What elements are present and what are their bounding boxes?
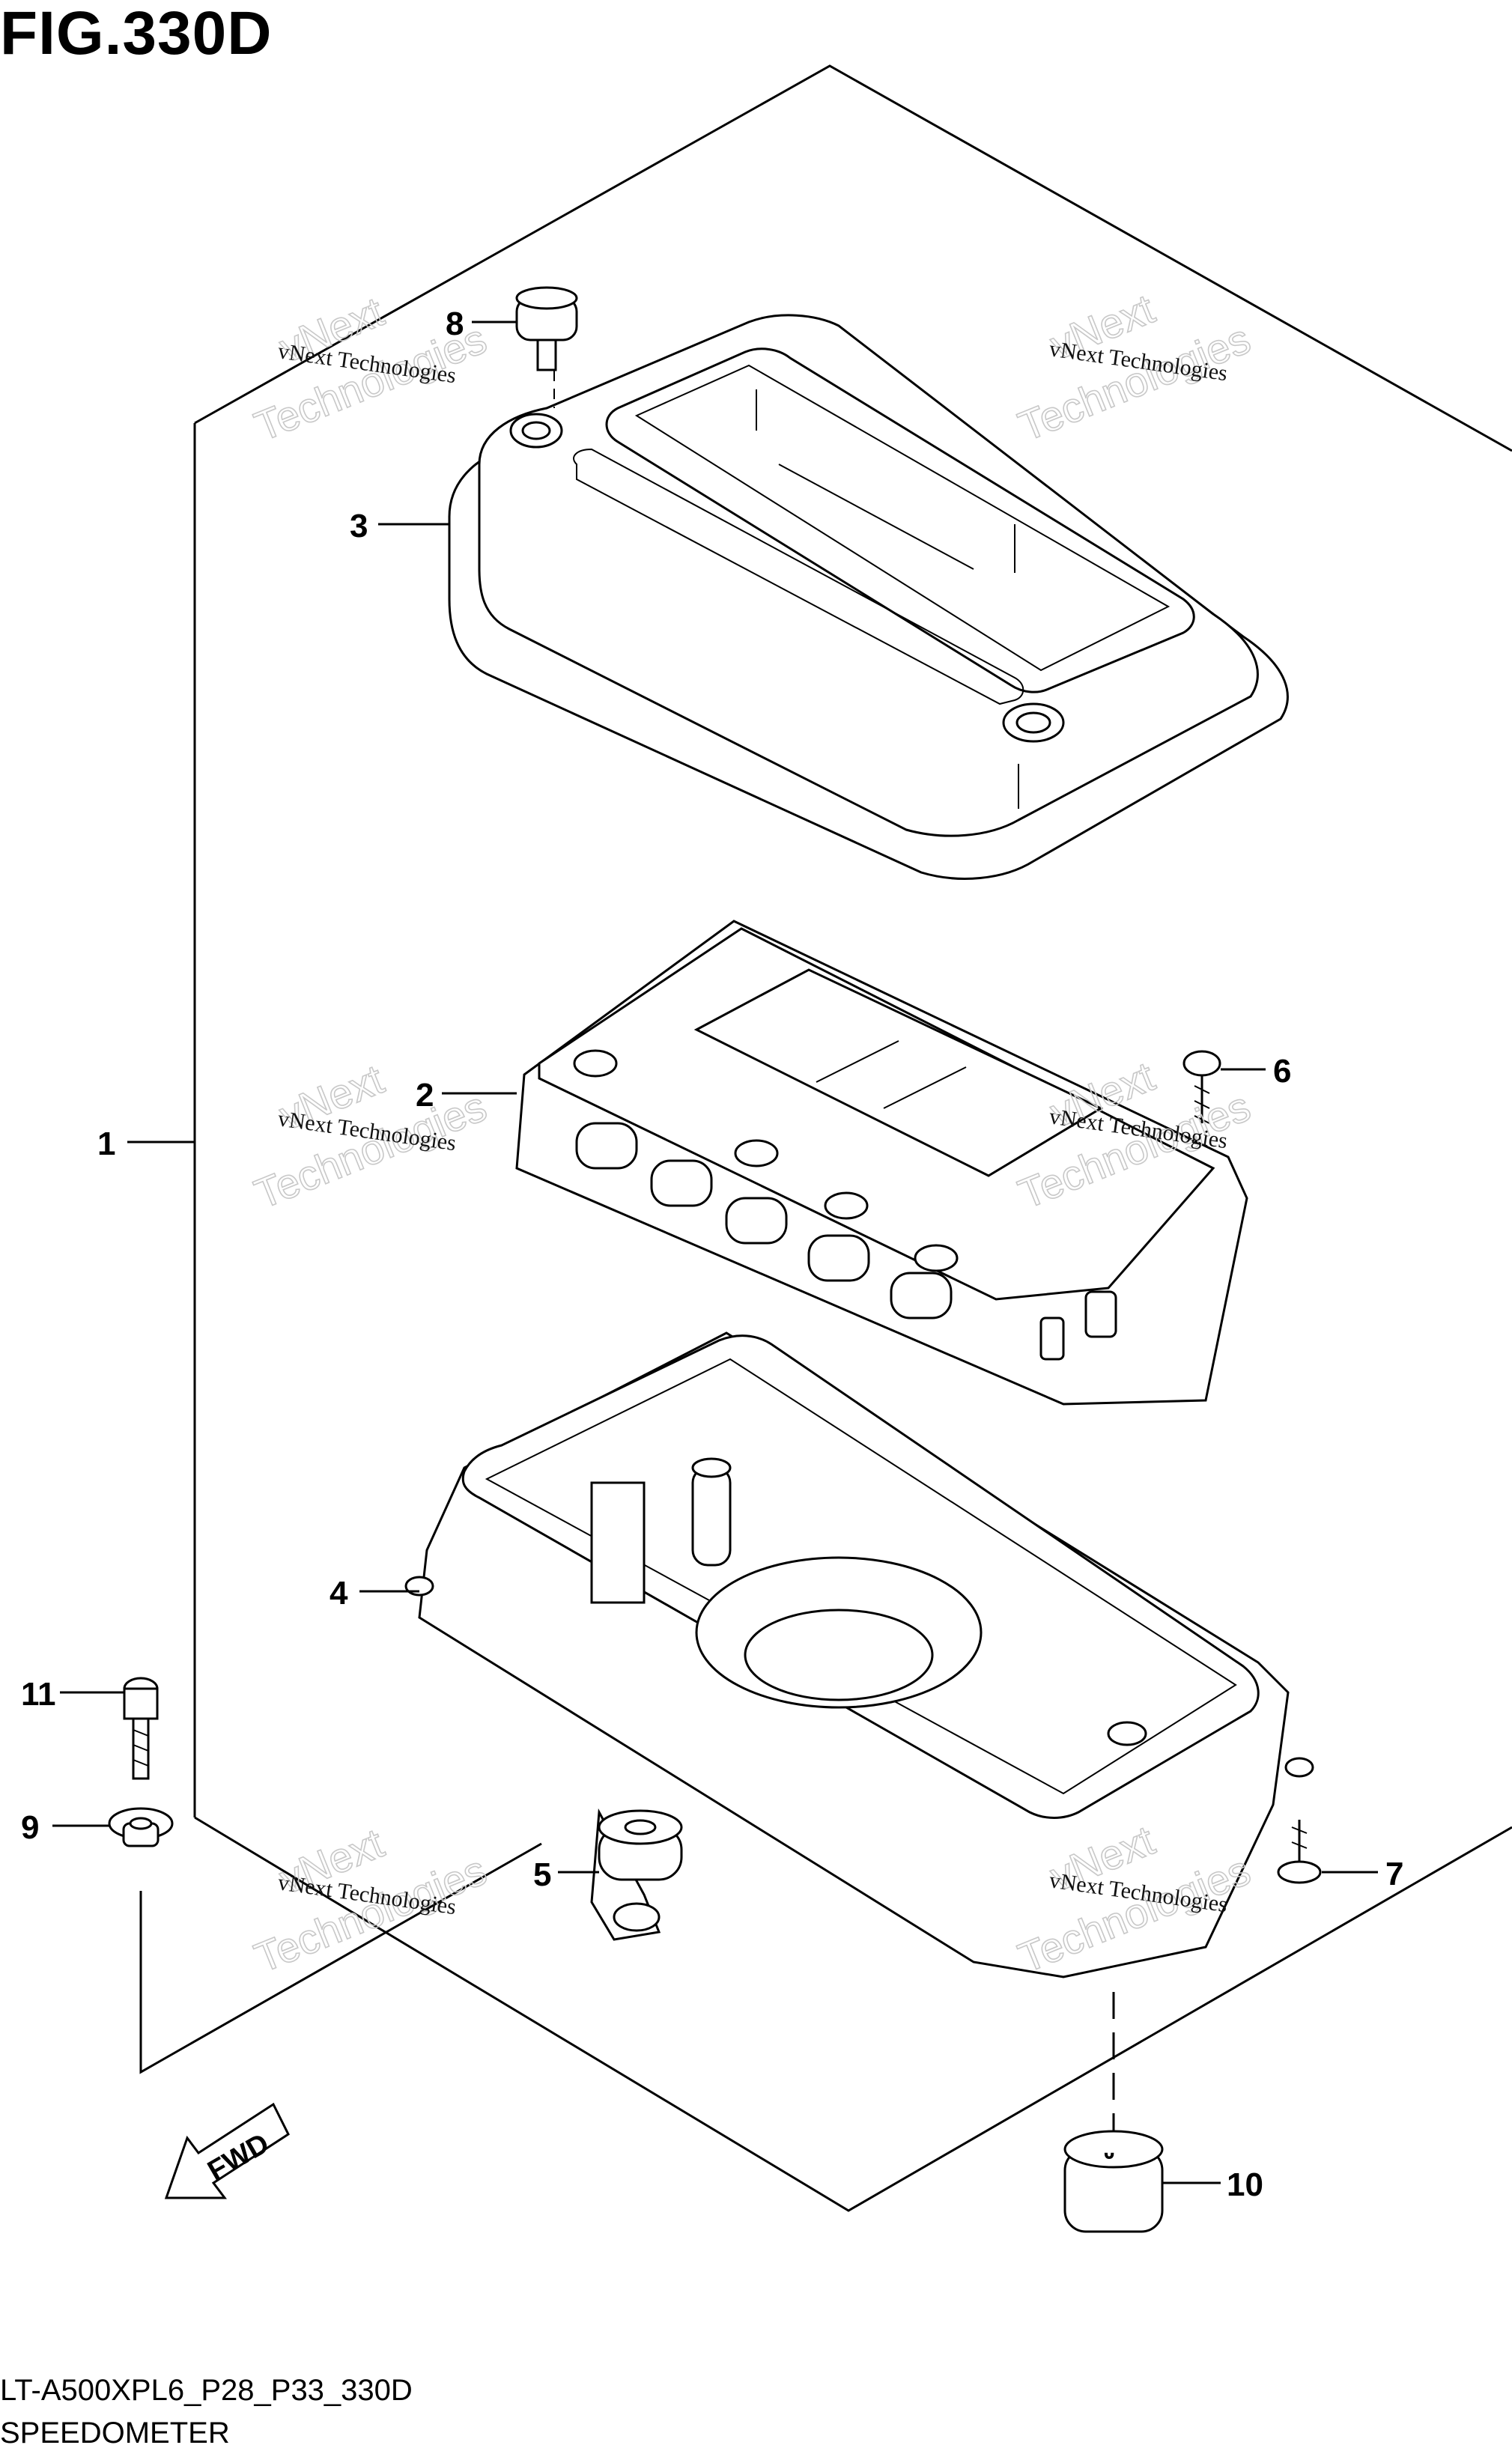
callout-9: 9 (21, 1809, 39, 1846)
bolt-11-part (123, 1677, 159, 1780)
lower-case-part (404, 1331, 1314, 1978)
callout-8: 8 (446, 306, 464, 342)
callout-2: 2 (416, 1077, 434, 1114)
grommet-5-part (598, 1809, 683, 1881)
callout-1: 1 (97, 1126, 115, 1162)
rubber-cap-10-part: ᴗ (1063, 2130, 1164, 2233)
callout-11: 11 (21, 1676, 56, 1713)
bezel-cover-part (448, 314, 1289, 880)
callout-labels: 1 2 3 4 5 6 7 8 9 10 11 (21, 306, 1403, 2203)
callout-6: 6 (1273, 1053, 1291, 1090)
watermark-bottom-left: Technologies vNext vNext Technologies (247, 1818, 493, 1982)
display-board-part (515, 920, 1248, 1406)
callout-3: 3 (350, 508, 368, 544)
callout-7: 7 (1385, 1856, 1403, 1892)
callout-leaders (52, 321, 1378, 2184)
callout-4: 4 (330, 1575, 348, 1612)
screw-6-part (1182, 1050, 1221, 1124)
screw-7-part (1277, 1820, 1322, 1884)
screw-8-part (515, 286, 578, 408)
capacitors (575, 1122, 953, 1319)
footer-code: LT-A500XPL6_P28_P33_330D (0, 2374, 413, 2407)
footer-section: SPEEDOMETER (0, 2417, 230, 2450)
watermark-bottom-right: Technologies vNext vNext Technologies (1011, 1815, 1257, 1982)
fastener-leader (139, 1842, 542, 2074)
washer-9-part (108, 1807, 174, 1847)
svg-text:ᴗ: ᴗ (1105, 2143, 1114, 2162)
assembly-outline (193, 64, 1512, 2212)
fwd-arrow-icon: FWD (164, 2102, 290, 2199)
figure-title: FIG.330D (0, 0, 272, 67)
watermark-top-right: Technologies vNext vNext Technologies (1011, 284, 1257, 451)
callout-5: 5 (533, 1856, 551, 1893)
callout-10: 10 (1227, 2166, 1263, 2203)
watermark-mid-left: Technologies vNext vNext Technologies (247, 1054, 493, 1218)
